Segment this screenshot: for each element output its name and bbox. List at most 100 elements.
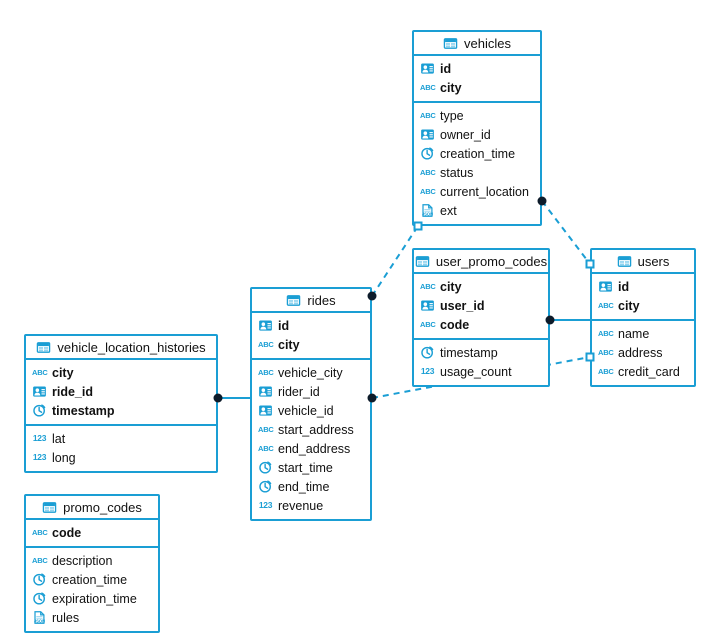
edge-source-dot-rides-to-users xyxy=(367,393,377,403)
abc-string-icon: ABC xyxy=(32,528,48,537)
column-row-rider_id[interactable]: rider_id xyxy=(252,382,370,401)
column-label: user_id xyxy=(440,298,485,313)
table-icon xyxy=(42,500,57,515)
table-name-label: users xyxy=(637,253,670,269)
table-title-vehicle_location_histories[interactable]: vehicle_location_histories xyxy=(26,336,216,360)
primary-key-row-timestamp[interactable]: timestamp xyxy=(26,401,216,420)
column-label: usage_count xyxy=(440,364,512,379)
column-label: city xyxy=(440,279,462,294)
column-row-long[interactable]: 123 long xyxy=(26,448,216,467)
column-label: city xyxy=(440,80,462,95)
column-label: creation_time xyxy=(52,572,128,587)
column-label: long xyxy=(52,450,76,465)
column-row-type[interactable]: ABC type xyxy=(414,106,540,125)
column-row-owner_id[interactable]: owner_id xyxy=(414,125,540,144)
primary-key-row-id[interactable]: id xyxy=(592,277,694,296)
column-label: current_location xyxy=(440,184,529,199)
column-label: timestamp xyxy=(52,403,115,418)
column-row-current_location[interactable]: ABC current_location xyxy=(414,182,540,201)
primary-key-row-ride_id[interactable]: ride_id xyxy=(26,382,216,401)
column-label: vehicle_city xyxy=(278,365,343,380)
column-row-creation_time[interactable]: creation_time xyxy=(26,570,158,589)
clock-icon xyxy=(258,460,273,475)
id-card-icon xyxy=(598,279,613,294)
svg-text:JSON: JSON xyxy=(34,619,45,624)
id-card-icon xyxy=(420,127,435,142)
column-label: id xyxy=(618,279,630,294)
clock-icon xyxy=(420,146,435,161)
table-name-label: vehicle_location_histories xyxy=(57,339,206,355)
column-label: end_time xyxy=(278,479,330,494)
column-row-vehicle_id[interactable]: vehicle_id xyxy=(252,401,370,420)
abc-string-icon: ABC xyxy=(598,348,614,357)
column-row-timestamp[interactable]: timestamp xyxy=(414,343,548,362)
abc-string-icon: ABC xyxy=(420,187,436,196)
clock-icon xyxy=(32,403,47,418)
column-row-creation_time[interactable]: creation_time xyxy=(414,144,540,163)
primary-key-row-user_id[interactable]: user_id xyxy=(414,296,548,315)
number-icon: 123 xyxy=(258,500,273,510)
table-icon xyxy=(617,254,632,269)
primary-key-row-id[interactable]: id xyxy=(252,316,370,335)
number-icon: 123 xyxy=(32,433,47,443)
edge-source-dot-user-promo-codes-to-users xyxy=(545,315,555,325)
column-label: address xyxy=(618,345,663,360)
abc-string-icon: ABC xyxy=(420,111,436,120)
table-title-promo_codes[interactable]: promo_codes xyxy=(26,496,158,520)
abc-string-icon: ABC xyxy=(258,444,274,453)
column-label: start_time xyxy=(278,460,333,475)
table-name-label: promo_codes xyxy=(63,499,142,515)
column-label: start_address xyxy=(278,422,354,437)
column-label: city xyxy=(618,298,640,313)
column-label: rider_id xyxy=(278,384,320,399)
column-row-end_time[interactable]: end_time xyxy=(252,477,370,496)
id-card-icon xyxy=(420,298,435,313)
svg-text:JSON: JSON xyxy=(422,212,433,217)
table-icon xyxy=(415,254,430,269)
table-title-vehicles[interactable]: vehicles xyxy=(414,32,540,56)
edge-source-dot-vehicle-location-histories-to-rides xyxy=(213,393,223,403)
column-row-address[interactable]: ABC address xyxy=(592,343,694,362)
number-icon: 123 xyxy=(32,452,47,462)
column-row-expiration_time[interactable]: expiration_time xyxy=(26,589,158,608)
table-title-rides[interactable]: rides xyxy=(252,289,370,313)
table-title-user_promo_codes[interactable]: user_promo_codes xyxy=(414,250,548,274)
id-card-icon xyxy=(258,384,273,399)
column-row-start_time[interactable]: start_time xyxy=(252,458,370,477)
table-title-users[interactable]: users xyxy=(592,250,694,274)
primary-key-row-id[interactable]: id xyxy=(414,59,540,78)
column-label: type xyxy=(440,108,464,123)
table-name-label: rides xyxy=(307,292,336,308)
abc-string-icon: ABC xyxy=(598,329,614,338)
